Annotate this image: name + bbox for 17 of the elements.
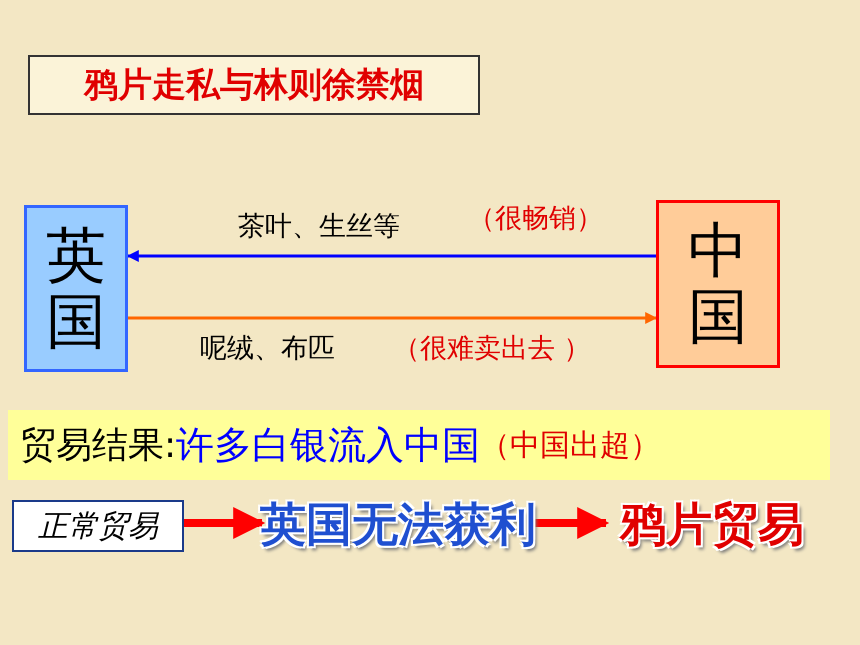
arrow — [184, 507, 266, 539]
title-box: 鸦片走私与林则徐禁烟 — [28, 55, 480, 115]
outcome-text: 英国无法获利 — [260, 496, 536, 553]
result-text: 贸易结果: — [20, 424, 176, 468]
result-text: 许多白银流入中国 — [176, 422, 480, 468]
arrow — [126, 250, 656, 262]
note-text: （很难卖出去 ） — [393, 332, 591, 366]
edge-label: 呢绒、布匹 — [200, 332, 335, 366]
outcome-text: 鸦片贸易 — [620, 496, 804, 553]
arrow — [128, 312, 658, 324]
note-text: （很畅销） — [468, 202, 603, 236]
result-text: （中国出超） — [480, 426, 660, 464]
process-box: 正常贸易 — [12, 500, 184, 552]
result-band — [8, 410, 830, 480]
country-box: 中国 — [656, 200, 780, 368]
country-box: 英国 — [24, 205, 128, 372]
edge-label: 茶叶、生丝等 — [238, 210, 400, 244]
